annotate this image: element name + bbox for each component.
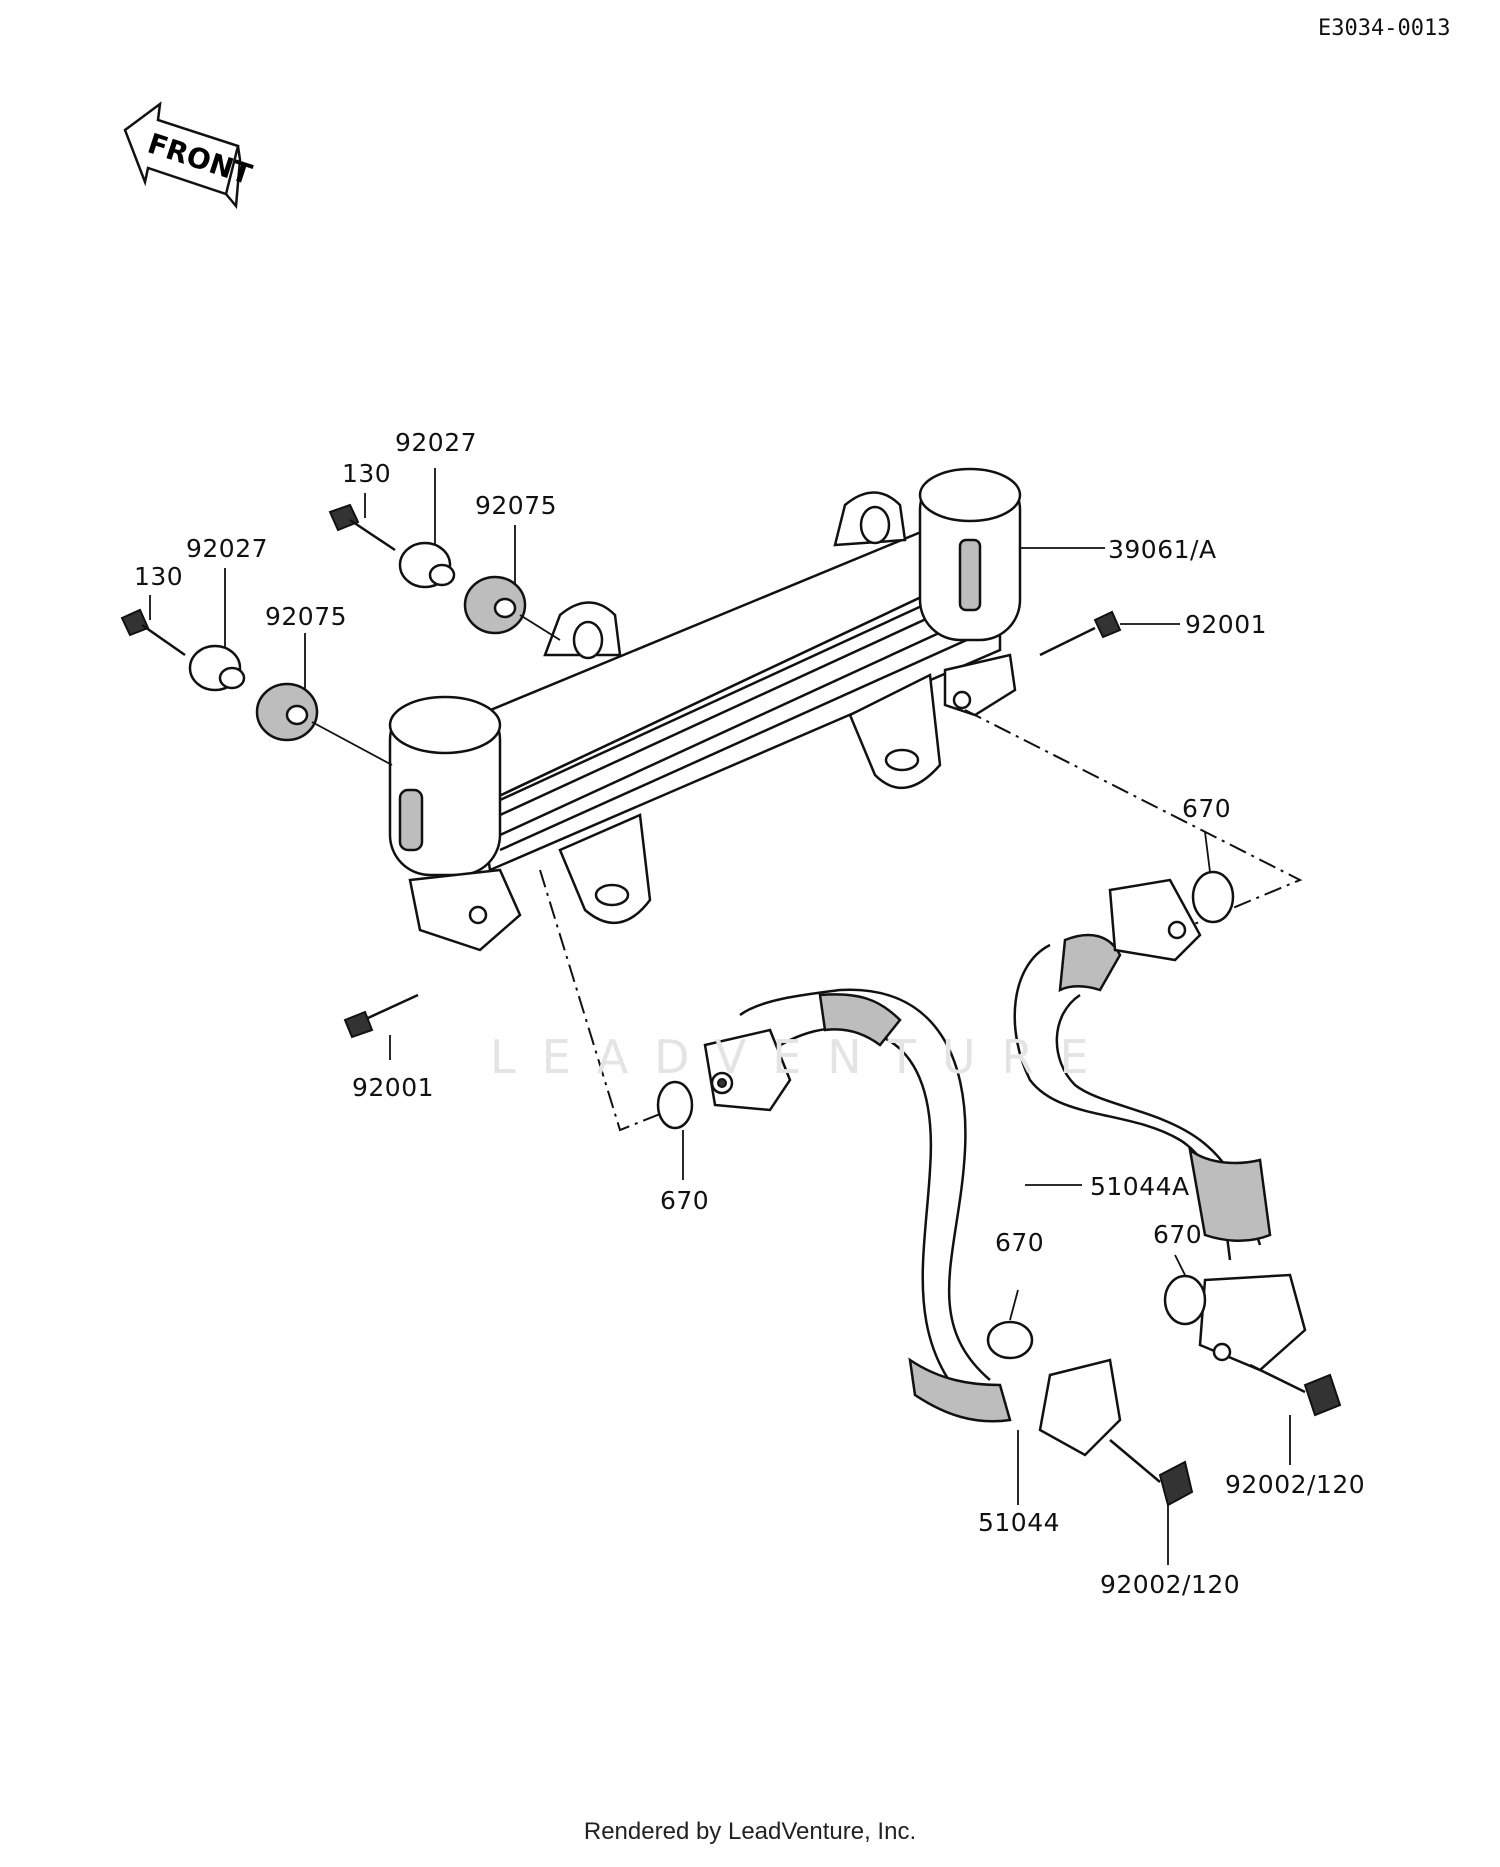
callout-51044a: 51044A bbox=[1090, 1172, 1190, 1201]
callout-670-lower-right: 670 bbox=[1153, 1220, 1203, 1249]
bolt-92001-left bbox=[343, 993, 419, 1060]
watermark: LEADVENTURE bbox=[490, 1030, 1115, 1084]
callout-92027-top: 92027 bbox=[395, 428, 478, 457]
callout-92027-left: 92027 bbox=[186, 534, 269, 563]
front-arrow-icon: FRONT bbox=[123, 101, 256, 210]
callout-92002-bottom: 92002/120 bbox=[1100, 1570, 1241, 1599]
callout-92002-right: 92002/120 bbox=[1225, 1470, 1366, 1499]
footer-credit: Rendered by LeadVenture, Inc. bbox=[583, 1818, 917, 1845]
oil-cooler bbox=[388, 467, 1022, 952]
callout-51044: 51044 bbox=[978, 1508, 1061, 1537]
callout-92001-right: 92001 bbox=[1185, 610, 1268, 639]
callout-670-right: 670 bbox=[1182, 794, 1232, 823]
diagram-code: E3034-0013 bbox=[1318, 16, 1451, 41]
callout-92075-top: 92075 bbox=[475, 491, 558, 520]
callout-39061-a: 39061/A bbox=[1108, 535, 1217, 564]
hose-51044A bbox=[1013, 870, 1342, 1417]
bolt-92001-right bbox=[1039, 610, 1180, 657]
top-mount-hardware bbox=[328, 503, 561, 641]
left-mount-hardware bbox=[120, 608, 393, 766]
callout-130-left: 130 bbox=[134, 562, 184, 591]
callout-670-left: 670 bbox=[660, 1186, 710, 1215]
callout-92075-left: 92075 bbox=[265, 602, 348, 631]
callout-670-lower-middle: 670 bbox=[995, 1228, 1045, 1257]
hose-51044 bbox=[656, 988, 1194, 1507]
callout-130-top: 130 bbox=[342, 459, 392, 488]
callout-92001-left: 92001 bbox=[352, 1073, 435, 1102]
